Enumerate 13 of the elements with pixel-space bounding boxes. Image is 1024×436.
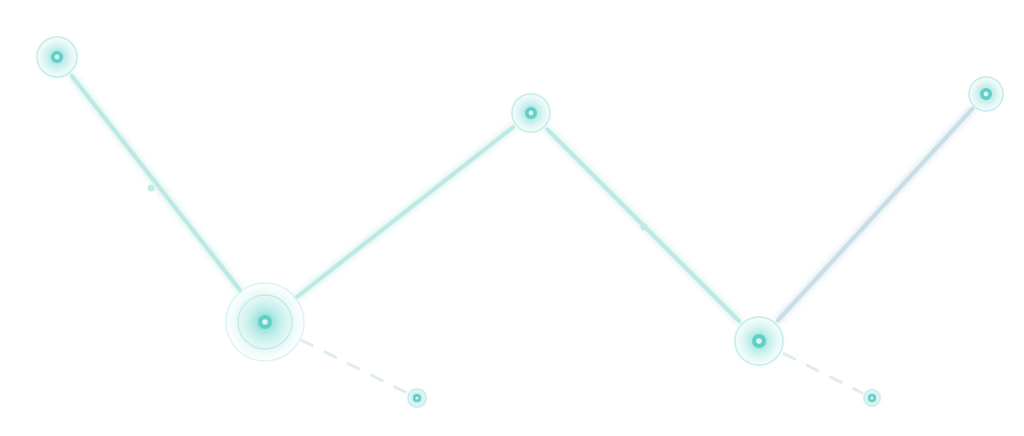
glowing-node	[861, 387, 883, 409]
glowing-connector	[545, 127, 742, 324]
glowing-connector	[69, 73, 242, 292]
glowing-connector	[295, 125, 515, 299]
glowing-node	[33, 33, 81, 81]
glowing-node	[405, 386, 429, 410]
dashed-connector	[782, 352, 864, 395]
dashed-connector	[300, 338, 408, 395]
glowing-node	[508, 90, 554, 136]
glowing-node	[224, 281, 306, 363]
glowing-node	[731, 313, 787, 369]
glowing-node	[966, 74, 1006, 114]
glowing-connector	[775, 106, 975, 323]
